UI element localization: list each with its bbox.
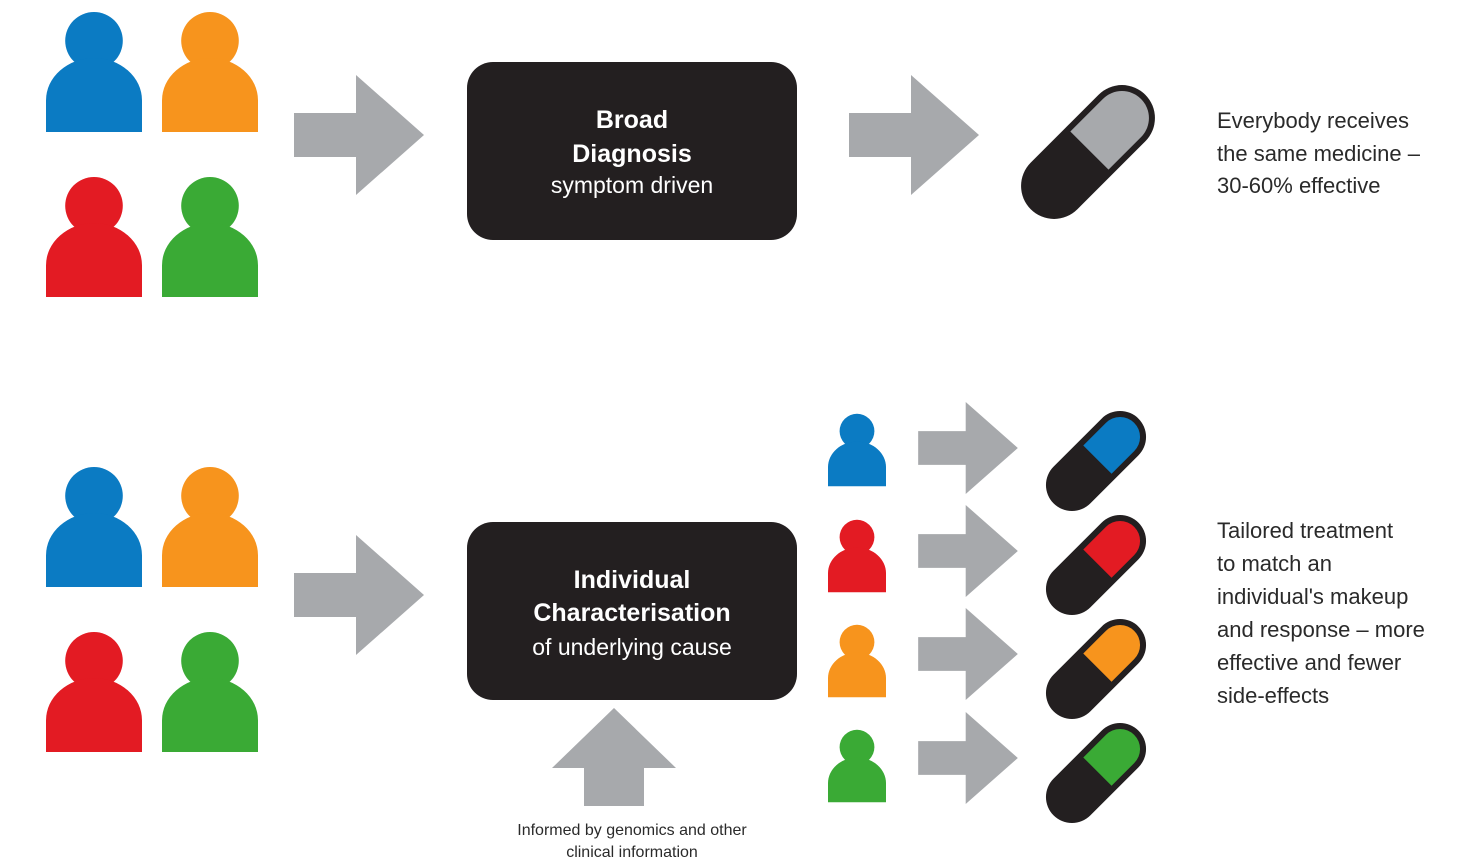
description-line: the same medicine – [1217,141,1421,166]
bottom-people-group [46,467,258,752]
arrow-right-icon [918,712,1018,804]
person-icon [162,632,258,752]
description-line: 30-60% effective [1217,173,1380,198]
capsule-icon [1045,514,1147,616]
person-icon [828,729,886,803]
note-line: clinical information [566,844,698,861]
person-icon [46,632,142,752]
capsule-icon [1021,85,1155,219]
person-icon [162,177,258,297]
box-title-line1: Broad [596,106,668,134]
person-icon [46,12,142,132]
arrow-right-icon [918,505,1018,597]
capsule-icon [1045,618,1147,720]
person-icon [46,177,142,297]
person-icon [828,624,886,698]
broad-diagnosis-box: Broad Diagnosis symptom driven [467,62,797,240]
box-title-line2: Characterisation [533,599,730,627]
person-icon [46,467,142,587]
patient-rows [828,402,1147,824]
description-line: and response – more [1217,617,1425,642]
description-line: individual's makeup [1217,584,1408,609]
box-subtitle: of underlying cause [532,634,731,660]
patient-row [828,608,1147,720]
arrow-right-icon [294,75,424,195]
top-people-group [46,12,258,297]
patient-row [828,402,1147,512]
capsule-icon [1045,410,1147,512]
top-description: Everybody receives the same medicine – 3… [1217,108,1421,198]
person-icon [162,12,258,132]
person-icon [162,467,258,587]
box-subtitle: symptom driven [551,172,713,198]
box-title-line1: Individual [574,566,691,594]
person-icon [828,413,886,487]
bottom-description: Tailored treatment to match an individua… [1217,518,1425,708]
description-line: effective and fewer [1217,650,1401,675]
note-line: Informed by genomics and other [517,822,747,839]
arrow-right-icon [918,402,1018,494]
description-line: to match an [1217,551,1332,576]
description-line: Everybody receives [1217,108,1409,133]
capsule-icon [1045,722,1147,824]
individual-characterisation-box: Individual Characterisation of underlyin… [467,522,797,700]
arrow-right-icon [294,535,424,655]
patient-row [828,505,1147,616]
arrow-right-icon [918,608,1018,700]
description-line: side-effects [1217,683,1329,708]
person-icon [828,519,886,593]
informed-note: Informed by genomics and other clinical … [517,822,747,861]
box-title-line2: Diagnosis [572,140,691,168]
description-line: Tailored treatment [1217,518,1393,543]
arrow-right-icon [849,75,979,195]
patient-row [828,712,1147,824]
arrow-up-icon [552,708,676,806]
